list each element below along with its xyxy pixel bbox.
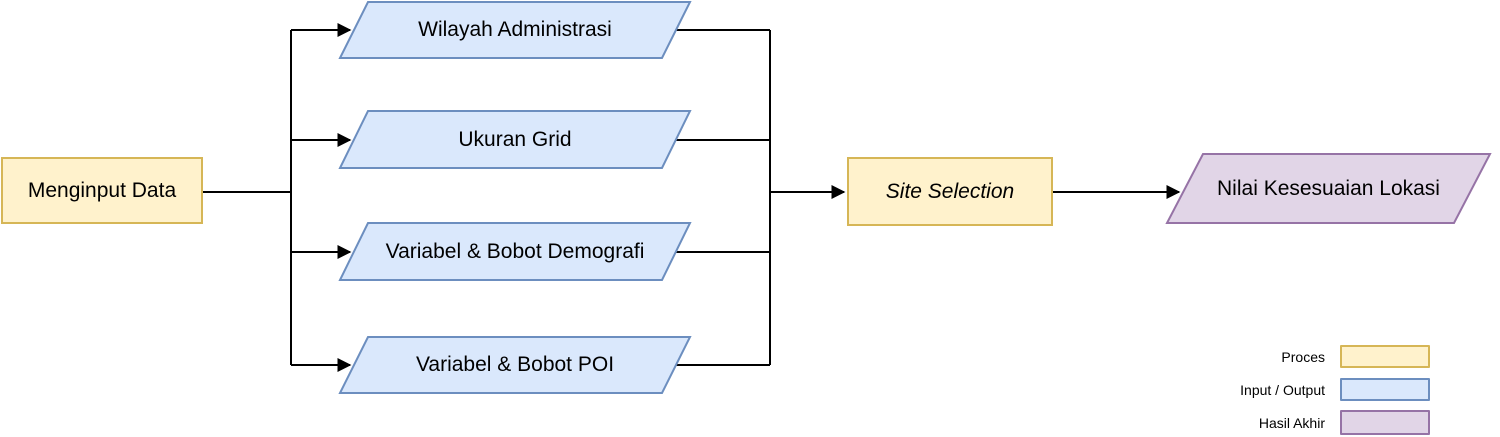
legend-swatch-input-output <box>1340 378 1430 401</box>
node-variabel-bobot-demografi-shape <box>338 222 692 281</box>
legend-row-input-output: Input / Output <box>1175 378 1430 401</box>
connector-group <box>202 29 771 366</box>
node-menginput-data-shape <box>1 157 203 224</box>
arrow-group <box>291 23 1181 372</box>
legend-label-proces: Proces <box>1281 348 1325 365</box>
node-ukuran-grid-shape <box>338 110 692 169</box>
node-variabel-bobot-poi-shape <box>338 336 692 394</box>
node-wilayah-administrasi-shape <box>338 1 692 59</box>
legend-row-hasil-akhir: Hasil Akhir <box>1175 410 1430 435</box>
legend-label-input-output: Input / Output <box>1240 381 1325 398</box>
legend-row-proces: Proces <box>1175 345 1430 368</box>
node-nilai-kesesuaian-lokasi-shape <box>1165 153 1492 224</box>
node-site-selection-shape <box>847 157 1053 226</box>
legend-swatch-hasil-akhir <box>1340 410 1430 435</box>
legend-swatch-proces <box>1340 345 1430 368</box>
legend-label-hasil-akhir: Hasil Akhir <box>1258 414 1325 431</box>
